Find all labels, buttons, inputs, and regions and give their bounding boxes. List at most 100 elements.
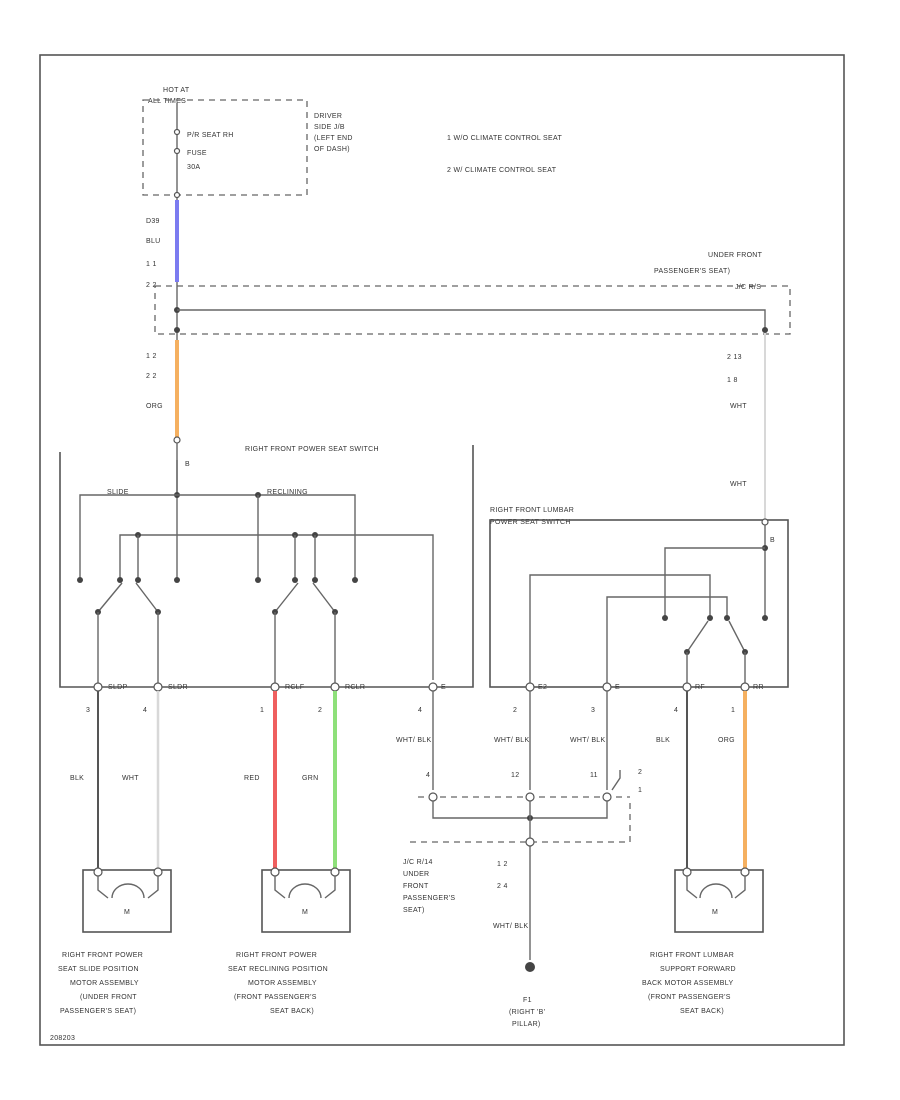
switch-main-pin-in: B — [185, 461, 190, 468]
pin-rclr-num: 2 — [318, 707, 322, 714]
pin-sldp-num: 3 — [86, 707, 90, 714]
wire-wht-pins-2: 1 8 — [727, 377, 738, 384]
wire-grn-label: GRN — [302, 775, 318, 782]
jb-label-4: OF DASH) — [314, 146, 350, 153]
motor-slide-label-1: RIGHT FRONT POWER — [62, 952, 143, 959]
jc-top-label-3: J/C R/S — [735, 284, 761, 291]
jc-top-label-1: UNDER FRONT — [708, 252, 763, 259]
wire-org-color: ORG — [146, 403, 163, 410]
wire-org-pins-1: 1 2 — [146, 353, 157, 360]
switch-main-box — [59, 445, 474, 688]
wire-rf-label: BLK — [656, 737, 670, 744]
motor-slide: M — [82, 867, 172, 933]
ground-wire-label: WHT/ BLK — [493, 923, 528, 930]
switch-lumbar-title-2: POWER SEAT SWITCH — [490, 519, 571, 526]
ground-point — [525, 962, 535, 972]
motor-slide-label-3: MOTOR ASSEMBLY — [70, 980, 139, 987]
junction-pin-3: 11 — [590, 772, 598, 779]
motor-slide-symbol: M — [124, 909, 130, 916]
pin-rr: RR — [753, 684, 764, 691]
junction-pin-1: 4 — [426, 772, 430, 779]
pin-e-main-num: 4 — [418, 707, 422, 714]
note-2: 2 W/ CLIMATE CONTROL SEAT — [447, 167, 557, 174]
reclining-label: RECLINING — [267, 489, 308, 496]
wire-org-pins-2: 2 2 — [146, 373, 157, 380]
pin-e2-num: 2 — [513, 707, 517, 714]
motor-reclining-label-4: (FRONT PASSENGER'S — [234, 994, 317, 1001]
pin-e-lumbar-num: 3 — [591, 707, 595, 714]
junction-pins-below-1: 1 2 — [497, 861, 508, 868]
motor-reclining-label-2: SEAT RECLINING POSITION — [228, 966, 328, 973]
pin-sldr-num: 4 — [143, 707, 147, 714]
wire-wht-pins-1: 2 13 — [727, 354, 742, 361]
junction-block-outline — [142, 99, 308, 196]
junction-alt-1: 2 — [638, 769, 642, 776]
pin-sldr: SLDR — [168, 684, 188, 691]
jc-top-connector — [154, 285, 791, 335]
hot-at-label: HOT AT — [163, 87, 190, 94]
wire-wht-color-2: WHT — [730, 481, 747, 488]
wire-blk-label: BLK — [70, 775, 84, 782]
ground-label-3: PILLAR) — [512, 1021, 541, 1028]
note-1: 1 W/O CLIMATE CONTROL SEAT — [447, 135, 562, 142]
fuse-terminal-bottom — [173, 147, 181, 155]
junction-label-3: FRONT — [403, 883, 429, 890]
wire-e-lumbar-label: WHT/ BLK — [570, 737, 605, 744]
motor-reclining-symbol: M — [302, 909, 308, 916]
wire-rr-label: ORG — [718, 737, 735, 744]
motor-slide-label-4: (UNDER FRONT — [80, 994, 137, 1001]
jb-label-1: DRIVER — [314, 113, 342, 120]
junction-alt-2: 1 — [638, 787, 642, 794]
wire-blu-color: BLU — [146, 238, 161, 245]
pin-e2: E2 — [538, 684, 547, 691]
motor-lumbar-label-3: BACK MOTOR ASSEMBLY — [642, 980, 733, 987]
fuse-label-1: P/R SEAT RH — [187, 132, 234, 139]
motor-reclining-label-5: SEAT BACK) — [270, 1008, 314, 1015]
junction-label-2: UNDER — [403, 871, 429, 878]
wire-blu-pin: D39 — [146, 218, 160, 225]
motor-slide-label-5: PASSENGER'S SEAT) — [60, 1008, 136, 1015]
wire-red-label: RED — [244, 775, 260, 782]
pin-e-lumbar: E — [615, 684, 620, 691]
motor-reclining-label-3: MOTOR ASSEMBLY — [248, 980, 317, 987]
hot-at-label-2: ALL TIMES — [148, 98, 186, 105]
switch-lumbar-box — [489, 519, 789, 688]
wire-blu-pins-2: 2 2 — [146, 282, 157, 289]
motor-reclining: M — [261, 867, 351, 933]
pin-rclf: RCLF — [285, 684, 304, 691]
fuse-label-2: FUSE — [187, 150, 207, 157]
ground-label-2: (RIGHT 'B' — [509, 1009, 545, 1016]
motor-lumbar-label-2: SUPPORT FORWARD — [660, 966, 736, 973]
pin-sldp: SLDP — [108, 684, 128, 691]
switch-lumbar-pin-in: B — [770, 537, 775, 544]
diagram-frame — [39, 54, 845, 1046]
wire-wht-color: WHT — [730, 403, 747, 410]
motor-lumbar-label-1: RIGHT FRONT LUMBAR — [650, 952, 734, 959]
pin-rf: RF — [695, 684, 705, 691]
motor-lumbar-label-4: (FRONT PASSENGER'S — [648, 994, 731, 1001]
fuse-terminal-top — [173, 128, 181, 136]
jb-output-terminal — [173, 191, 181, 199]
junction-pins-below-2: 2 4 — [497, 883, 508, 890]
jb-label-3: (LEFT END — [314, 135, 353, 142]
junction-label-5: SEAT) — [403, 907, 425, 914]
wire-e-main-label-1: WHT/ BLK — [396, 737, 431, 744]
junction-pin-2: 12 — [511, 772, 519, 779]
slide-label: SLIDE — [107, 489, 129, 496]
page-id: 208203 — [50, 1035, 75, 1042]
pin-rf-num: 4 — [674, 707, 678, 714]
ground-label-1: F1 — [523, 997, 532, 1004]
wire-wht-label: WHT — [122, 775, 139, 782]
switch-lumbar-title-1: RIGHT FRONT LUMBAR — [490, 507, 574, 514]
motor-lumbar-symbol: M — [712, 909, 718, 916]
fuse-label-3: 30A — [187, 164, 200, 171]
junction-label-1: J/C R/14 — [403, 859, 433, 866]
motor-lumbar: M — [674, 867, 764, 933]
wire-blu-pins-1: 1 1 — [146, 261, 157, 268]
wire-e2-label: WHT/ BLK — [494, 737, 529, 744]
motor-reclining-label-1: RIGHT FRONT POWER — [236, 952, 317, 959]
motor-lumbar-label-5: SEAT BACK) — [680, 1008, 724, 1015]
switch-main-title: RIGHT FRONT POWER SEAT SWITCH — [245, 446, 379, 453]
pin-e-main: E — [441, 684, 446, 691]
